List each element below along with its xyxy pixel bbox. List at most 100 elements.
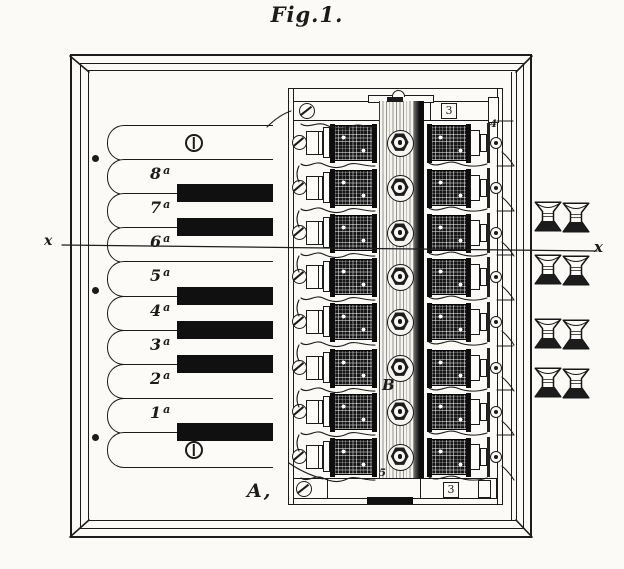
armature-lever (487, 257, 490, 297)
hex-nut-icon (387, 398, 414, 426)
pole-piece (470, 399, 480, 425)
black-key (177, 286, 273, 305)
electromagnet-coil-right (426, 437, 471, 477)
center-bar-shadow (414, 101, 424, 478)
hex-nut-icon (387, 308, 414, 336)
magnet-bracket (306, 400, 323, 424)
magnet-bracket (306, 356, 323, 380)
electromagnet-coil-right (426, 392, 471, 432)
magnet-row (288, 434, 503, 480)
rail-screw-icon (92, 287, 99, 294)
magnet-bracket (306, 221, 323, 245)
armature-lever (487, 392, 490, 432)
armature-lever (487, 437, 490, 477)
pole-piece (480, 224, 487, 242)
electromagnet-coil-left (329, 123, 377, 163)
magnet-row (288, 165, 503, 211)
hex-nut-icon (387, 174, 414, 202)
magnet-row (288, 345, 503, 391)
label-magnet-bar: B (382, 376, 395, 394)
pole-piece (480, 448, 487, 466)
insulator-spool (534, 201, 562, 232)
pole-piece (480, 268, 487, 286)
armature-lever (487, 123, 490, 163)
key-label: 7a (150, 198, 172, 218)
electromagnet-coil-left (329, 168, 377, 208)
section-label-left: x (44, 233, 53, 249)
bar-divider (327, 478, 328, 499)
pole-piece (480, 359, 487, 377)
key-label: 4a (150, 300, 172, 320)
armature-knob (490, 271, 502, 283)
insulator-spool (534, 367, 562, 398)
armature-knob (490, 451, 502, 463)
key-label: 3a (150, 334, 172, 354)
magnet-bracket (306, 131, 323, 155)
pole-piece (470, 130, 480, 156)
bar-divider (420, 478, 421, 499)
key-label: 1a (150, 402, 172, 422)
screw-icon (185, 440, 203, 459)
black-key (177, 184, 273, 203)
hex-nut-icon (387, 443, 414, 471)
electromagnet-coil-right (426, 348, 471, 388)
armature-lever (487, 213, 490, 253)
armature-knob (490, 227, 502, 239)
magnet-bracket (306, 310, 323, 334)
pole-piece (480, 313, 487, 331)
terminal-screw-icon (292, 314, 307, 329)
pole-piece (480, 134, 487, 152)
magnet-row (288, 254, 503, 300)
key-label: 8a (150, 164, 172, 184)
armature-knob (490, 182, 502, 194)
panel-left-inner-line (293, 88, 294, 505)
electromagnet-coil-left (329, 348, 377, 388)
insulator-spool (562, 202, 590, 233)
armature-knob (490, 362, 502, 374)
electromagnet-coil-right (426, 123, 471, 163)
numeral-5: 5 (379, 468, 386, 479)
rail-screw-icon (92, 155, 99, 162)
pole-piece (470, 264, 480, 290)
case-inner-frame (88, 70, 517, 521)
terminal-screw-icon (292, 225, 307, 240)
top-bracket-bump (392, 90, 405, 97)
terminal-screw-icon (292, 269, 307, 284)
magnet-bracket (306, 265, 323, 289)
panel-bottom-bar (293, 478, 497, 499)
electromagnet-coil-right (426, 213, 471, 253)
bottom-bar-end-cap (478, 480, 491, 498)
bracket-3-bottom: 3 (443, 482, 459, 498)
armature-lever (487, 302, 490, 342)
armature-lever (487, 168, 490, 208)
hex-nut-icon (387, 354, 414, 382)
case-outer-frame (70, 54, 532, 538)
electromagnet-coil-left (329, 437, 377, 477)
insulator-spool (534, 254, 562, 285)
rail-screw-icon (92, 434, 99, 441)
panel-right-inner-line (497, 88, 498, 505)
magnet-row (288, 299, 503, 345)
armature-knob (490, 406, 502, 418)
pole-piece (470, 309, 480, 335)
key-label: 2a (150, 368, 172, 388)
terminal-screw-icon (292, 404, 307, 419)
armature-knob (490, 137, 502, 149)
section-label-right: x (594, 238, 603, 256)
black-key (177, 354, 273, 373)
numeral-4: 4 (490, 119, 497, 130)
blank-key-top (107, 125, 273, 161)
right-wall-line (511, 72, 512, 520)
key-label: 5a (150, 266, 172, 286)
top-bar-end-cap (488, 97, 499, 123)
pole-piece (470, 444, 480, 470)
hex-nut-icon (387, 129, 414, 157)
electromagnet-coil-right (426, 168, 471, 208)
bar-divider (430, 101, 431, 121)
figure-title: Fig.1. (270, 2, 344, 27)
electromagnet-coil-left (329, 302, 377, 342)
bottom-bar-block (367, 497, 413, 504)
terminal-screw-icon (292, 360, 307, 375)
bar-screw-icon (296, 481, 312, 497)
